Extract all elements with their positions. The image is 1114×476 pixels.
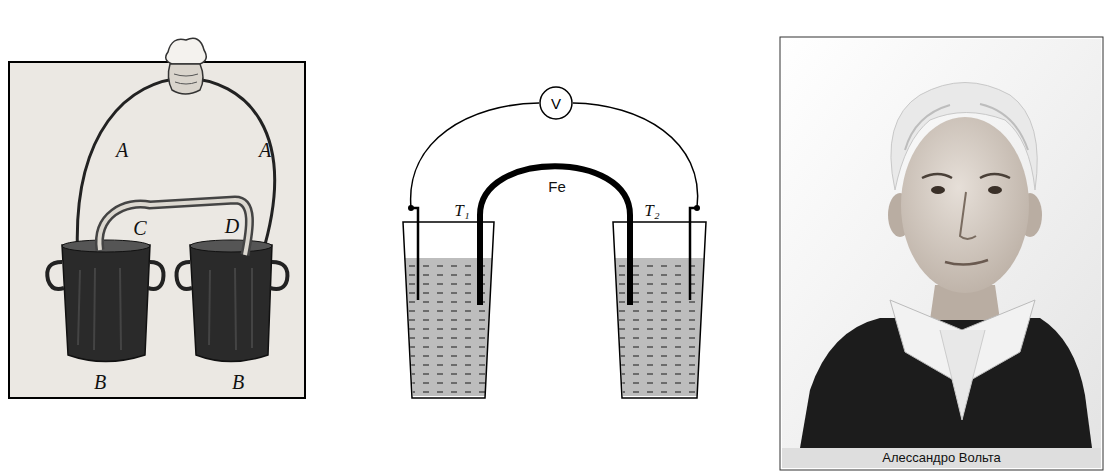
part-label: D [225, 216, 239, 236]
meter-symbol: V [551, 95, 561, 112]
voltmeter-circle: V [539, 86, 573, 120]
portrait-caption: Алессандро Вольта [782, 450, 1101, 465]
engraving-panel [9, 38, 305, 398]
part-label: A [259, 140, 271, 160]
part-label: B [94, 372, 106, 392]
portrait [780, 37, 1103, 470]
part-label: A [116, 140, 128, 160]
part-label: C [133, 218, 146, 238]
temperature-label: T₂ [644, 202, 659, 219]
metal-label: Fe [548, 179, 566, 194]
temperature-label: T₁ [454, 202, 469, 219]
part-label: B [232, 372, 244, 392]
thermo-cell-schematic [403, 103, 706, 398]
